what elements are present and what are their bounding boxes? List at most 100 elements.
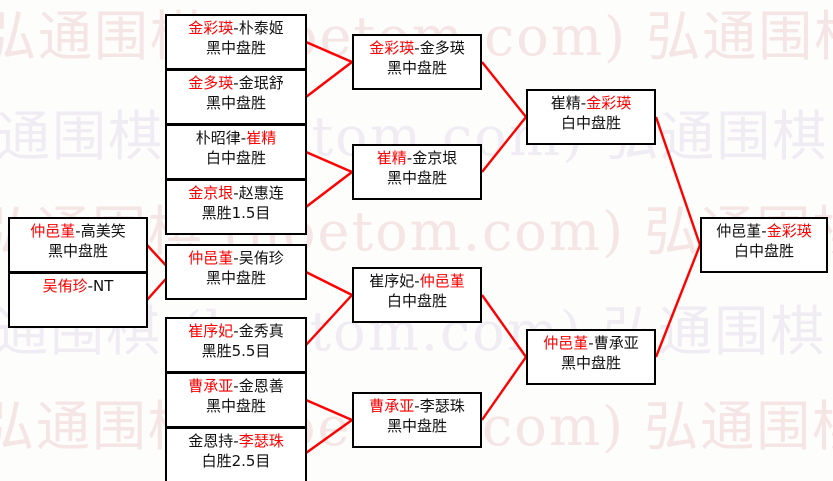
link-r1b3-r2b1 bbox=[305, 294, 353, 346]
winner-name: 金彩瑛 bbox=[188, 19, 234, 37]
match-box-r1-t4[interactable]: 金京垠-赵惠连 黑胜1.5目 bbox=[165, 179, 307, 235]
loser-name: 高美笑 bbox=[80, 222, 126, 240]
match-box-final[interactable]: 仲邑堇-金彩瑛 白中盘胜 bbox=[700, 217, 828, 273]
separator: - bbox=[233, 249, 239, 267]
winner-name: 仲邑堇 bbox=[419, 272, 465, 290]
loser-name: 仲邑堇 bbox=[716, 222, 762, 240]
loser-name: 金珉舒 bbox=[238, 74, 284, 92]
match-box-r2-t2[interactable]: 崔精-金京垠 黑中盘胜 bbox=[352, 144, 482, 200]
loser-name: 赵惠连 bbox=[238, 184, 284, 202]
separator: - bbox=[87, 277, 94, 295]
separator: - bbox=[414, 272, 420, 290]
match-result: 黑中盘胜 bbox=[386, 416, 447, 435]
winner-name: 金彩瑛 bbox=[586, 94, 632, 112]
loser-name: NT bbox=[93, 277, 114, 295]
match-box-r2-b-a[interactable]: 仲邑堇-吴侑珍 黑中盘胜 bbox=[165, 244, 307, 300]
match-players: 金多瑛-金珉舒 bbox=[171, 74, 301, 94]
match-box-r2-b1[interactable]: 崔序妃-仲邑堇 白中盘胜 bbox=[352, 267, 482, 323]
winner-name: 崔精 bbox=[376, 149, 407, 167]
separator: - bbox=[414, 397, 420, 415]
match-players: 金恩持-李瑟珠 bbox=[171, 432, 301, 452]
match-box-r1-t1[interactable]: 金彩瑛-朴泰姬 黑中盘胜 bbox=[165, 14, 307, 70]
match-result: 黑中盘胜 bbox=[386, 58, 447, 77]
winner-name: 金彩瑛 bbox=[369, 39, 415, 57]
winner-name: 金彩瑛 bbox=[766, 222, 812, 240]
loser-name: 李瑟珠 bbox=[419, 397, 465, 415]
match-players: 崔序妃-仲邑堇 bbox=[358, 272, 476, 292]
winner-name: 金多瑛 bbox=[188, 74, 234, 92]
loser-name: 崔精 bbox=[550, 94, 581, 112]
winner-name: 金京垠 bbox=[188, 184, 234, 202]
winner-name: 崔精 bbox=[246, 129, 277, 147]
match-result: 白中盘胜 bbox=[386, 291, 447, 310]
match-result: 黑中盘胜 bbox=[205, 268, 266, 287]
link-r2t2-r3t bbox=[481, 116, 527, 173]
winner-name: 李瑟珠 bbox=[238, 432, 284, 450]
loser-name: 金多瑛 bbox=[419, 39, 465, 57]
match-box-r2-b2[interactable]: 曹承亚-李瑟珠 黑中盘胜 bbox=[352, 392, 482, 448]
match-box-r2-t1[interactable]: 金彩瑛-金多瑛 黑中盘胜 bbox=[352, 34, 482, 90]
link-r1t2-r2t1 bbox=[305, 61, 353, 98]
match-box-r1-b5[interactable]: 金恩持-李瑟珠 白胜2.5目 bbox=[165, 427, 307, 481]
separator: - bbox=[233, 377, 239, 395]
loser-name: 曹承亚 bbox=[593, 334, 639, 352]
match-result: 白胜2.5目 bbox=[201, 451, 271, 470]
match-result: 白中盘胜 bbox=[560, 113, 621, 132]
match-result: 黑中盘胜 bbox=[205, 396, 266, 415]
link-r1t4-r2t2 bbox=[305, 171, 353, 208]
match-result: 黑中盘胜 bbox=[560, 353, 621, 372]
match-result: 白中盘胜 bbox=[733, 241, 794, 260]
winner-name: 曹承亚 bbox=[188, 377, 234, 395]
separator: - bbox=[233, 432, 239, 450]
match-box-r3-bottom[interactable]: 仲邑堇-曹承亚 黑中盘胜 bbox=[526, 329, 656, 385]
match-box-r1-b3[interactable]: 崔序妃-金秀真 黑胜5.5目 bbox=[165, 317, 307, 373]
link-r1t1-r2t1 bbox=[305, 40, 353, 64]
separator: - bbox=[406, 149, 413, 167]
separator: - bbox=[240, 129, 247, 147]
link-r3b-final bbox=[654, 244, 702, 358]
match-result: 黑中盘胜 bbox=[205, 38, 266, 57]
match-players: 崔序妃-金秀真 bbox=[171, 322, 301, 342]
match-players: 崔精-金京垠 bbox=[358, 149, 476, 169]
link-r2t1-r3t bbox=[481, 61, 527, 118]
loser-name: 吴侑珍 bbox=[238, 249, 284, 267]
match-players: 仲邑堇-曹承亚 bbox=[532, 334, 650, 354]
link-r3t-final bbox=[654, 116, 702, 246]
match-result: 黑中盘胜 bbox=[205, 93, 266, 112]
loser-name: 金京垠 bbox=[412, 149, 458, 167]
winner-name: 崔序妃 bbox=[188, 322, 234, 340]
loser-name: 朴昭律 bbox=[195, 129, 241, 147]
match-box-r1-b4[interactable]: 曹承亚-金恩善 黑中盘胜 bbox=[165, 372, 307, 428]
separator: - bbox=[233, 322, 239, 340]
match-box-r1-t2[interactable]: 金多瑛-金珉舒 黑中盘胜 bbox=[165, 69, 307, 125]
match-box-r1-b1[interactable]: 仲邑堇-高美笑 黑中盘胜 bbox=[8, 217, 148, 273]
match-box-r3-top[interactable]: 崔精-金彩瑛 白中盘胜 bbox=[526, 89, 656, 145]
loser-name: 金秀真 bbox=[238, 322, 284, 340]
match-result: 黑中盘胜 bbox=[386, 168, 447, 187]
match-players: 金彩瑛-朴泰姬 bbox=[171, 19, 301, 39]
link-r1b4-r2b2 bbox=[305, 398, 353, 422]
match-players: 仲邑堇-吴侑珍 bbox=[171, 249, 301, 269]
match-box-r1-t3[interactable]: 朴昭律-崔精 白中盘胜 bbox=[165, 124, 307, 180]
winner-name: 仲邑堇 bbox=[188, 249, 234, 267]
winner-name: 仲邑堇 bbox=[30, 222, 76, 240]
link-r1b5-r2b2 bbox=[305, 419, 353, 454]
match-players: 曹承亚-李瑟珠 bbox=[358, 397, 476, 417]
loser-name: 金恩持 bbox=[188, 432, 234, 450]
separator: - bbox=[233, 74, 239, 92]
match-players: 曹承亚-金恩善 bbox=[171, 377, 301, 397]
match-players: 仲邑堇-金彩瑛 bbox=[706, 222, 822, 242]
loser-name: 崔序妃 bbox=[369, 272, 415, 290]
match-box-r1-b2[interactable]: 吴侑珍-NT bbox=[8, 272, 148, 328]
match-result: 黑中盘胜 bbox=[47, 241, 108, 260]
link-r2b2-r3b bbox=[481, 356, 527, 421]
match-result: 黑胜5.5目 bbox=[201, 341, 271, 360]
separator: - bbox=[75, 222, 81, 240]
separator: - bbox=[761, 222, 767, 240]
match-result: 黑胜1.5目 bbox=[201, 203, 271, 222]
loser-name: 金恩善 bbox=[238, 377, 284, 395]
loser-name: 朴泰姬 bbox=[238, 19, 284, 37]
match-players: 朴昭律-崔精 bbox=[171, 129, 301, 149]
match-players: 仲邑堇-高美笑 bbox=[14, 222, 142, 242]
separator: - bbox=[580, 94, 587, 112]
